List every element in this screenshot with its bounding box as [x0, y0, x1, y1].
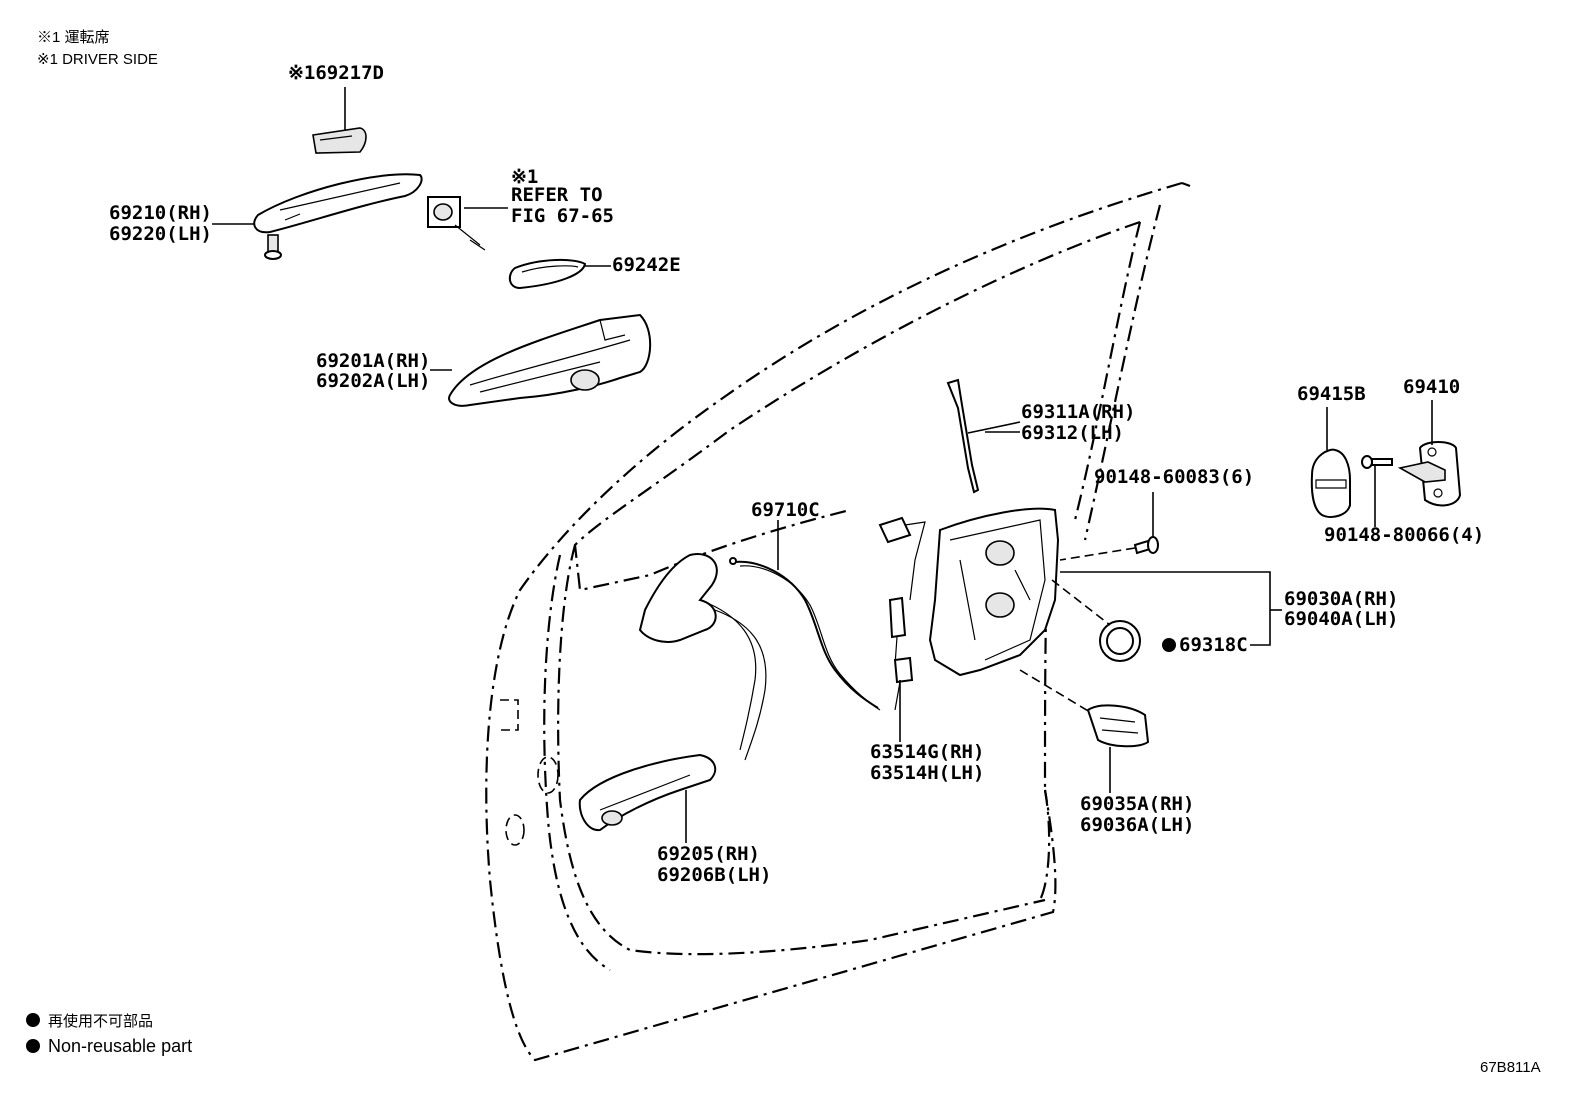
part-lock-cylinder	[427, 196, 486, 251]
label-69311A-rh: 69311A(RH)	[1021, 401, 1135, 423]
part-69205-inside-handle	[578, 553, 767, 832]
part-69710C-cable	[729, 557, 881, 711]
label-69210-rh: 69210(RH)	[109, 202, 212, 224]
label-69318C: 69318C	[1179, 634, 1248, 656]
note-driver-side-jp: ※1 運転席	[37, 29, 110, 46]
part-69318C-seal	[1099, 620, 1141, 662]
label-69217D: ※169217D	[288, 62, 384, 84]
label-69415B: 69415B	[1297, 383, 1366, 405]
note-driver-side-en: ※1 DRIVER SIDE	[37, 51, 158, 68]
part-69201A-handle-frame	[448, 313, 652, 407]
figure-id: 67B811A	[1480, 1059, 1541, 1076]
non-reusable-dot-icon	[1162, 638, 1176, 652]
legend-en: Non-reusable part	[48, 1036, 192, 1056]
part-63514G-harness	[878, 516, 926, 711]
part-69410-striker	[1397, 441, 1462, 507]
label-90148-60083: 90148-60083(6)	[1094, 466, 1254, 488]
label-69035A-rh: 69035A(RH)	[1080, 793, 1194, 815]
part-90148-80066-screw	[1361, 455, 1393, 469]
label-69201A-rh: 69201A(RH)	[316, 350, 430, 372]
label-69242E: 69242E	[612, 254, 681, 276]
part-69311A-rod	[946, 378, 980, 494]
label-69036A-lh: 69036A(LH)	[1080, 814, 1194, 836]
label-69220-lh: 69220(LH)	[109, 223, 212, 245]
part-90148-60083-screw	[1133, 536, 1159, 555]
label-69312-lh: 69312(LH)	[1021, 422, 1124, 444]
refer-mark: ※1	[511, 166, 538, 188]
label-69205-rh: 69205(RH)	[657, 843, 760, 865]
part-69415B-cover	[1310, 448, 1351, 518]
label-69410: 69410	[1403, 376, 1460, 398]
legend-dot-icon	[26, 1013, 40, 1027]
label-90148-80066: 90148-80066(4)	[1324, 524, 1484, 546]
part-69030A-door-lock	[928, 507, 1060, 677]
label-63514G-rh: 63514G(RH)	[870, 741, 984, 763]
label-69710C: 69710C	[751, 499, 820, 521]
label-69206B-lh: 69206B(LH)	[657, 864, 771, 886]
door-outline	[485, 181, 1191, 1062]
legend-jp: 再使用不可部品	[48, 1013, 153, 1030]
legend-dot-icon-2	[26, 1039, 40, 1053]
part-69210-outside-handle	[253, 173, 423, 260]
label-69030A-rh: 69030A(RH)	[1284, 588, 1398, 610]
label-63514H-lh: 63514H(LH)	[870, 762, 984, 784]
part-69242E-gasket	[508, 258, 587, 290]
refer-line1: REFER TO	[511, 184, 603, 206]
part-69035A-bracket	[1086, 704, 1150, 748]
part-69217D-cap	[312, 127, 367, 154]
refer-line2: FIG 67-65	[511, 205, 614, 227]
label-69040A-lh: 69040A(LH)	[1284, 608, 1398, 630]
label-69202A-lh: 69202A(LH)	[316, 370, 430, 392]
